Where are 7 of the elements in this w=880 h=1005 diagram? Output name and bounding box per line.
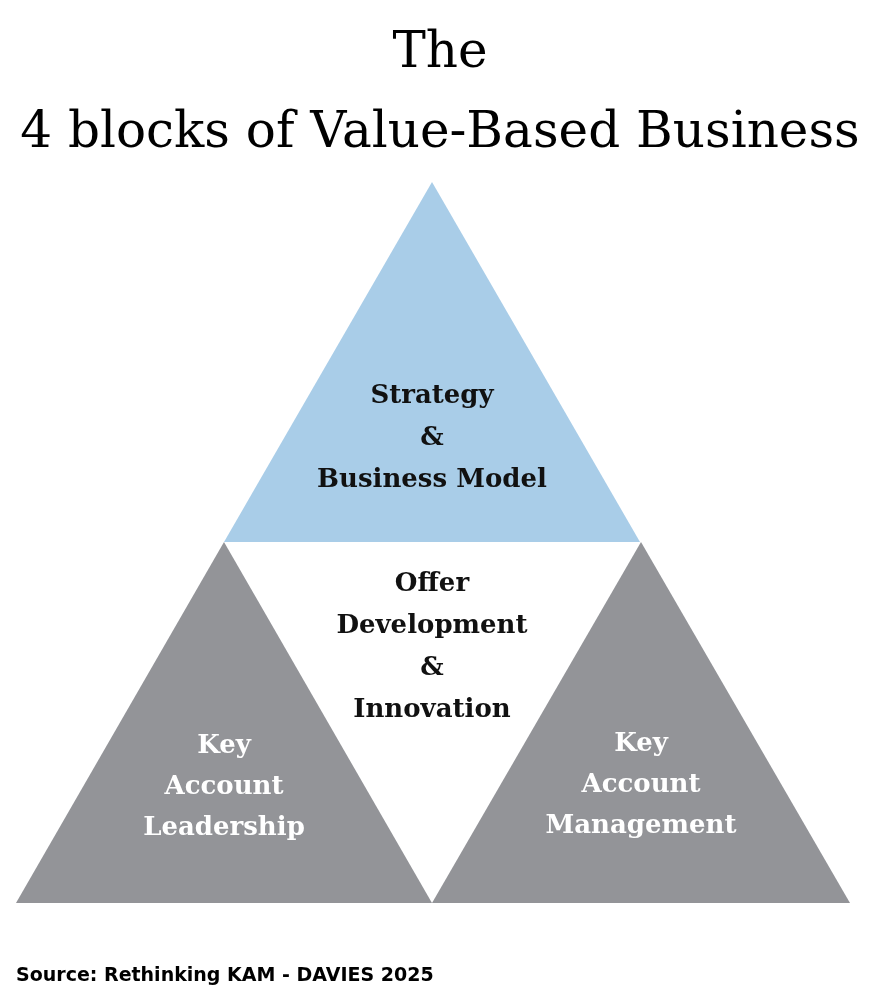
- triangle-block: [224, 182, 640, 542]
- block-label: Strategy & Business Model: [317, 379, 547, 493]
- source-caption: Source: Rethinking KAM - DAVIES 2025: [16, 962, 434, 986]
- block-label: Key Account Leadership: [143, 728, 305, 841]
- block-label: Key Account Management: [545, 726, 737, 839]
- title: The 4 blocks of Value-Based Business: [20, 21, 860, 159]
- block-label: Offer Development & Innovation: [336, 567, 528, 723]
